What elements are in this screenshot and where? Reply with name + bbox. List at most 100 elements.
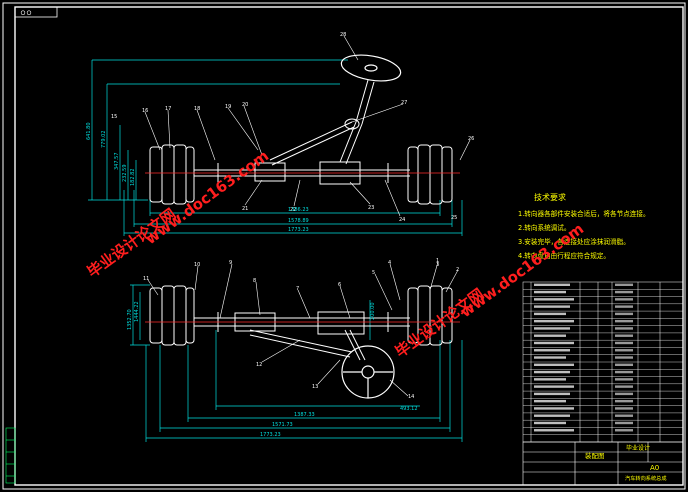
top-dim-vertical: 641.80 [86,123,92,141]
note-item: 1.转向器各部件安装合适后，将各节点连接。 [518,209,650,218]
bottom-dim-horizontal: 1773.23 [260,432,281,438]
bottom-part-label: 9 [229,260,232,266]
parts-list-entry-illegible [534,421,566,425]
parts-list-entry-illegible [534,327,570,330]
title-block-company: 毕业设计 [626,444,650,452]
bottom-view-linkage [194,311,410,361]
parts-list-material-illegible [615,429,633,432]
parts-list-material-illegible [615,327,633,330]
parts-list-entry-illegible [534,429,574,432]
bottom-dim-horizontal: 493.12 [400,406,418,412]
parts-list-material-illegible [615,298,633,301]
corner-tab-label: ＯＯ [20,10,32,17]
bottom-part-label: 14 [408,394,414,400]
bottom-view-dimensions [130,284,463,442]
technical-requirements: 技术要求 1.转向器各部件安装合适后，将各节点连接。 2.转向系统调试。 3.安… [518,192,650,260]
bottom-dim-horizontal: 1571.73 [272,422,293,428]
parts-list-entry-illegible [534,334,566,337]
top-part-label: 24 [399,217,405,223]
parts-list-entry-illegible [534,341,574,345]
parts-list-material-illegible [615,378,633,381]
parts-list-material-illegible [615,283,633,286]
parts-list-entry-illegible [534,290,566,294]
top-part-label: 25 [451,215,457,221]
parts-list-material-illegible [615,421,633,425]
parts-list-entry-illegible [534,370,570,374]
bottom-part-label: 6 [338,282,341,288]
top-view-linkage [194,79,410,185]
parts-list-material-illegible [615,305,633,308]
bottom-part-label: 8 [253,278,256,284]
top-left-wheel [149,144,195,205]
parts-list-entry-illegible [534,349,570,352]
top-dim-vertical: 232.59 [122,165,128,183]
notes-heading: 技术要求 [534,192,566,202]
parts-list-entry-illegible [534,298,574,301]
parts-list-material-illegible [615,334,633,337]
top-view-leaders [144,35,471,217]
bottom-part-label: 5 [372,270,375,276]
bottom-dim-small: 200.00 [370,303,376,321]
top-dim-vertical: 182.82 [130,169,136,187]
top-part-label: 15 [111,114,117,120]
drawing-inner-border [14,6,684,486]
title-block [522,441,684,486]
bottom-part-label: 7 [296,286,299,292]
top-dim-horizontal: 1773.23 [288,227,309,233]
bottom-right-wheel [407,285,453,346]
corner-tab-box [14,6,58,18]
bottom-dim-vertical: 1352.70 [127,309,133,330]
parts-list-material-illegible [615,312,633,316]
parts-list-material-illegible [615,349,633,352]
parts-list-entry-illegible [534,378,566,381]
top-dim-horizontal: 1578.89 [288,218,309,224]
top-dim-horizontal: 1386.23 [288,207,309,213]
top-part-label: 17 [165,106,171,112]
parts-list-entry-illegible [534,363,574,366]
bottom-dim-vertical: 1444.22 [134,301,140,322]
parts-list-material-illegible [615,392,633,396]
watermarks: 毕业设计论文网 www.doc163.com 毕业设计论文网 www.doc16… [84,147,587,362]
bottom-view-assembly: 1 2 3 4 5 6 7 8 9 10 11 12 13 14 1352.70… [127,258,463,442]
parts-list-entry-illegible [534,392,570,396]
parts-list-material-illegible [615,363,633,366]
parts-list-material-illegible [615,407,633,410]
top-part-label: 21 [242,206,248,212]
parts-list-material-illegible [615,356,633,359]
top-part-label: 16 [142,108,148,114]
parts-list-material-illegible [615,341,633,345]
parts-list-material-illegible [615,399,633,403]
parts-list-entry-illegible [534,356,566,359]
top-dim-vertical: 347.57 [114,153,120,171]
title-block-sheet: A0 [650,464,659,472]
top-part-label: 18 [194,106,200,112]
bottom-part-label: 1 [436,258,439,264]
parts-list-entry-illegible [534,312,566,316]
parts-list-rows [523,283,683,435]
margin-strip [5,427,16,484]
top-part-label: 22 [290,207,296,213]
parts-list-entry-illegible [534,414,570,417]
top-view-steering-wheel [340,54,402,82]
parts-list-material-illegible [615,319,633,323]
parts-list-entry-illegible [534,407,574,410]
bottom-view-steering-wheel [341,345,395,399]
top-dim-vertical: 779.02 [101,131,107,149]
title-block-name: 汽车转向系统总成 [625,474,667,482]
top-part-label: 23 [368,205,374,211]
parts-list-material-illegible [615,370,633,374]
top-part-label: 27 [401,100,407,106]
top-view-dimensions [88,59,463,236]
bottom-part-label: 2 [456,267,459,273]
parts-list-entry-illegible [534,319,574,323]
bottom-part-label: 3 [436,262,439,268]
parts-list-entry-illegible [534,283,570,286]
top-part-label: 28 [340,32,346,38]
title-block-mark: 装配图 [585,451,605,460]
parts-list-material-illegible [615,290,633,294]
note-item: 4.转向盘自由行程应符合规定。 [518,251,610,260]
bottom-part-label: 13 [312,384,318,390]
bottom-part-label: 12 [256,362,262,368]
parts-list-material-illegible [615,385,633,388]
